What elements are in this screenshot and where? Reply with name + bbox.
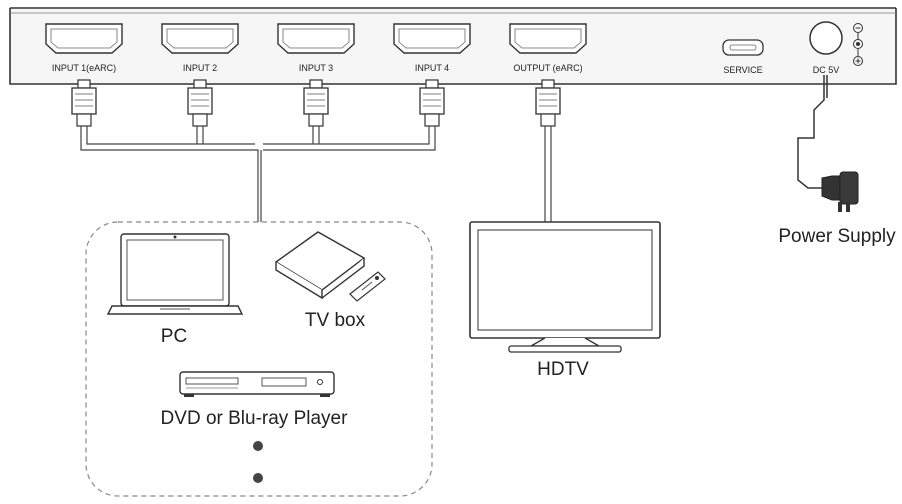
hdmi-plug-input-4	[419, 79, 445, 127]
port-label-input-4: INPUT 4	[415, 63, 449, 73]
output-cable	[544, 126, 552, 222]
service-label: SERVICE	[723, 65, 762, 75]
power-cable	[797, 75, 828, 189]
more-devices-dot	[253, 441, 263, 451]
hdmi-plug-input-3	[303, 79, 329, 127]
dc-label: DC 5V	[813, 65, 840, 75]
tv-box-icon	[274, 231, 366, 300]
hdmi-plug-input-2	[187, 79, 213, 127]
remote-control-icon	[349, 271, 386, 302]
pc-label: PC	[161, 326, 187, 347]
hdmi-port-input-4	[393, 23, 471, 54]
port-label-output: OUTPUT (eARC)	[513, 63, 582, 73]
tv-box-label: TV box	[305, 310, 366, 331]
polarity-symbol-icon	[853, 23, 863, 66]
pc-laptop-icon	[106, 233, 244, 315]
power-supply-label: Power Supply	[778, 226, 896, 247]
power-adapter-icon	[821, 171, 859, 212]
dvd-label: DVD or Blu-ray Player	[161, 408, 349, 429]
hdmi-port-input-2	[161, 23, 239, 54]
hdmi-port-input-1	[45, 23, 123, 54]
hdmi-plug-input-1	[71, 79, 97, 127]
service-port	[722, 39, 764, 56]
hdtv-label: HDTV	[537, 359, 589, 380]
input-cable-bundle	[80, 126, 436, 222]
port-label-input-3: INPUT 3	[299, 63, 333, 73]
more-devices-dot	[253, 473, 263, 483]
hdmi-plug-output	[535, 79, 561, 127]
dvd-player-icon	[179, 371, 335, 397]
port-label-input-2: INPUT 2	[183, 63, 217, 73]
port-label-input-1: INPUT 1(eARC)	[52, 63, 116, 73]
dc-power-jack	[809, 21, 843, 55]
hdmi-port-output	[509, 23, 587, 54]
source-devices-group	[85, 221, 433, 497]
switch-rear-panel: INPUT 1(eARC) INPUT 2 INPUT 3 INPUT 4 OU…	[9, 7, 897, 85]
hdmi-port-input-3	[277, 23, 355, 54]
hdtv-icon	[469, 221, 661, 353]
